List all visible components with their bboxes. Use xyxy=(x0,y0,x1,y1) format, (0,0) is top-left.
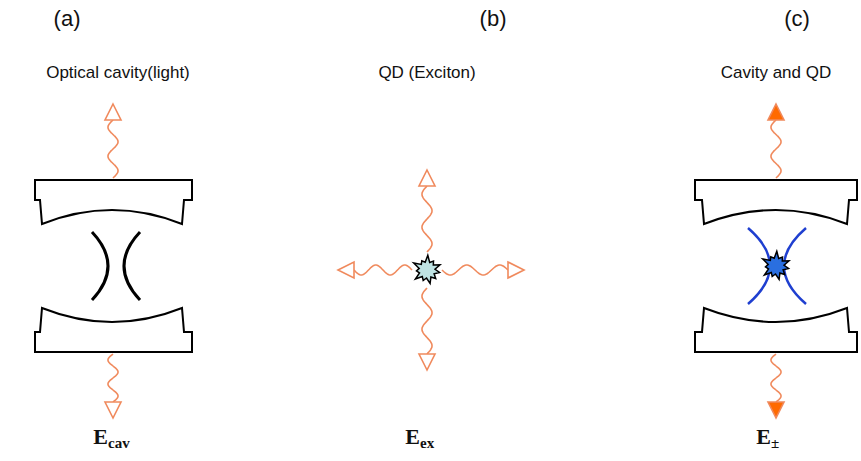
bottom-mirror xyxy=(35,308,192,352)
arrow-head xyxy=(105,104,121,120)
top-mirror xyxy=(695,180,857,224)
photon-wave xyxy=(771,354,781,402)
photon-wave xyxy=(354,265,412,275)
arrow-head xyxy=(338,262,354,278)
cavity-mode xyxy=(124,232,140,300)
panel-label: (a) xyxy=(54,8,81,30)
cavity-mode xyxy=(92,232,108,300)
panel-caption: QD (Exciton) xyxy=(378,64,475,81)
cavity-mode xyxy=(784,228,806,304)
arrow-head xyxy=(768,104,784,120)
quantum-dot xyxy=(763,251,789,279)
energy-symbol: E xyxy=(405,426,420,448)
panel-label: (b) xyxy=(480,8,507,30)
energy-subscript: ± xyxy=(771,436,779,451)
arrow-head xyxy=(768,402,784,418)
photon-wave xyxy=(422,288,432,354)
photon-wave xyxy=(771,120,781,178)
arrow-head xyxy=(419,170,435,186)
arrow-head xyxy=(105,402,121,418)
bottom-mirror xyxy=(695,308,857,352)
arrow-head xyxy=(508,262,524,278)
panel-caption: Optical cavity(light) xyxy=(46,64,190,81)
panel-label: (c) xyxy=(784,8,810,30)
arrow-head xyxy=(419,354,435,370)
photon-wave xyxy=(422,186,432,252)
panel-caption: Cavity and QD xyxy=(721,64,832,81)
energy-subscript: cav xyxy=(108,436,130,451)
energy-symbol: E xyxy=(756,426,771,448)
photon-wave xyxy=(442,265,508,275)
photon-wave xyxy=(108,354,118,402)
energy-subscript: ex xyxy=(420,436,434,451)
quantum-dot xyxy=(414,255,440,283)
energy-symbol: E xyxy=(93,426,108,448)
top-mirror xyxy=(35,180,192,224)
photon-wave xyxy=(108,120,118,178)
